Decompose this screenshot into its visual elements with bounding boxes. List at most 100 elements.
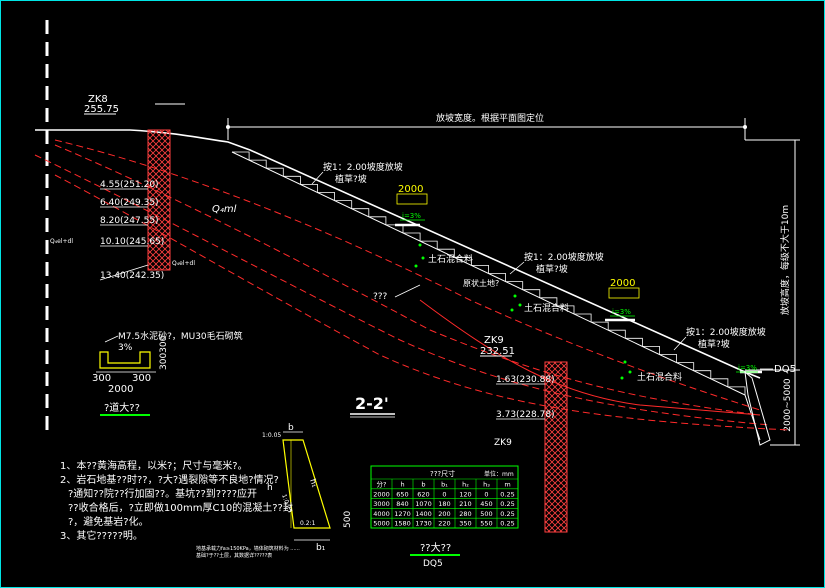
- stepped-benches: [232, 151, 746, 395]
- table-cell: 1070: [415, 500, 432, 508]
- table-cell: 0.25: [500, 500, 514, 508]
- table-header-cell: m: [504, 481, 510, 489]
- table-cell: 840: [396, 500, 408, 508]
- left-depth-labels: 4.55(251.20) 6.40(249.35) 8.20(247.55) 1…: [100, 180, 164, 281]
- table-cell: 4000: [373, 510, 390, 518]
- table-cell: 5000: [373, 520, 390, 528]
- ditch-right-dim: 300300: [159, 335, 169, 370]
- table-header-cell: 分?: [377, 480, 387, 489]
- table-header-cell: h₂: [462, 481, 469, 489]
- svg-text:13.40(242.35): 13.40(242.35): [100, 271, 164, 281]
- table-cell: 500: [480, 510, 492, 518]
- zk9-name: ZK9: [484, 335, 504, 346]
- table-cell: 450: [480, 500, 492, 508]
- table-cell: 350: [459, 520, 471, 528]
- subgrade-label: 原状土地?: [463, 278, 499, 288]
- svg-text:?，避免基岩?化。: ?，避免基岩?化。: [68, 515, 149, 528]
- svg-text:2、岩石地基??时??，?大?遇裂隙等不良地?情况?: 2、岩石地基??时??，?大?遇裂隙等不良地?情况?: [60, 473, 279, 486]
- zk8-name: ZK8: [88, 94, 108, 105]
- top-dimension-line: [226, 118, 747, 140]
- borehole-zk9-column: [544, 361, 568, 533]
- fill-markers: [414, 243, 632, 380]
- berm-widths: 2000 2000: [398, 184, 635, 289]
- berm-slope-marks: i=3% i=3% i=3%: [402, 212, 757, 372]
- section-label: 2-2': [355, 394, 389, 413]
- table-cell: 0.25: [500, 490, 514, 498]
- svg-text:植草?坡: 植草?坡: [698, 338, 730, 350]
- svg-text:6.40(249.35): 6.40(249.35): [100, 198, 159, 208]
- svg-text:10.10(245.65): 10.10(245.65): [100, 237, 164, 247]
- right-dimension-text: 2000~5000: [783, 378, 793, 432]
- table-subcaption: DQ5: [423, 559, 443, 569]
- svg-text:h₁: h₁: [308, 478, 319, 489]
- table-cell: 1580: [394, 520, 411, 528]
- zk9-elevation: 232.51: [480, 346, 515, 357]
- layer-tag-1: Q₄ml: [212, 204, 237, 215]
- table-cell: 1270: [394, 510, 411, 518]
- table-header-cell: h: [400, 481, 404, 489]
- ditch-detail: M7.5水泥砂?，MU30毛石砌筑 3% 300 300 2000 300300…: [92, 330, 243, 416]
- table-cell: 0.25: [500, 510, 514, 518]
- ditch-dim-3: 2000: [108, 384, 133, 395]
- svg-text:植草?坡: 植草?坡: [335, 173, 367, 185]
- svg-text:h: h: [267, 483, 273, 493]
- table-header-cell: h₃: [483, 481, 490, 489]
- ditch-caption: ?道大??: [104, 401, 140, 414]
- left-depth-leaders: [99, 188, 149, 281]
- svg-text:单位：mm: 单位：mm: [484, 470, 514, 478]
- svg-text:i=3%: i=3%: [402, 212, 421, 220]
- slope-label-leaders: [311, 171, 687, 351]
- ground-surface-line: [35, 129, 761, 379]
- svg-text:基础?于??土层，其数据详?????表: 基础?于??土层，其数据详?????表: [196, 552, 272, 559]
- svg-text:植草?坡: 植草?坡: [536, 263, 568, 275]
- table-cell: 280: [459, 510, 471, 518]
- svg-text:4.55(251.20): 4.55(251.20): [100, 180, 159, 190]
- table-cell: 220: [438, 520, 450, 528]
- svg-text:b₁: b₁: [316, 543, 326, 553]
- table-cell: 1400: [415, 510, 432, 518]
- svg-text:按1：2.00坡度放坡: 按1：2.00坡度放坡: [323, 161, 403, 173]
- table-header-cell: b₁: [441, 481, 448, 489]
- ditch-slope: 3%: [118, 343, 133, 353]
- svg-text:0.2:1: 0.2:1: [300, 520, 316, 527]
- table-cell: 620: [417, 490, 429, 498]
- svg-text:?通知??院??行加固??。基坑??到????应开: ?通知??院??行加固??。基坑??到????应开: [68, 487, 257, 500]
- svg-text:1:0.05: 1:0.05: [262, 432, 281, 439]
- table-cell: 0.25: [500, 520, 514, 528]
- svg-text:3、其它?????明。: 3、其它?????明。: [60, 529, 143, 542]
- layer-tag-3: Q₄el+dl: [172, 260, 195, 267]
- berm-slope-arrows: [400, 219, 758, 373]
- svg-text:1、本??黄海高程，以米?；尺寸与毫米?。: 1、本??黄海高程，以米?；尺寸与毫米?。: [60, 459, 248, 472]
- wall-label: DQ5: [774, 364, 796, 375]
- slope-inner-line: [231, 151, 761, 441]
- svg-text:??收合格后，?立即做100mm厚C10的混凝土??封: ??收合格后，?立即做100mm厚C10的混凝土??封: [68, 501, 293, 514]
- slope-labels: 按1：2.00坡度放坡 植草?坡 按1：2.00坡度放坡 植草?坡 按1：2.0…: [323, 161, 766, 350]
- table-cell: 1730: [415, 520, 432, 528]
- svg-text:8.20(247.55): 8.20(247.55): [100, 216, 159, 226]
- borehole-zk8-column: [147, 129, 171, 271]
- ditch-dim-1: 300: [92, 373, 111, 384]
- zk8-elevation: 255.75: [84, 104, 119, 115]
- ditch-mortar-note: M7.5水泥砂?，MU30毛石砌筑: [118, 330, 243, 342]
- table-caption: ??大??: [420, 541, 451, 554]
- svg-text:土石混合料: 土石混合料: [524, 302, 569, 314]
- table-cell: 0: [442, 490, 446, 498]
- svg-text:1.63(230.88): 1.63(230.88): [496, 375, 555, 385]
- table-cell: 200: [438, 510, 450, 518]
- svg-text:500: 500: [343, 511, 353, 528]
- svg-text:i=3%: i=3%: [738, 364, 757, 372]
- svg-text:土石混合料: 土石混合料: [428, 253, 473, 265]
- table-cell: 210: [459, 500, 471, 508]
- table-cell: 3000: [373, 500, 390, 508]
- svg-text:b: b: [288, 423, 294, 433]
- svg-text:3.73(228.78): 3.73(228.78): [496, 410, 555, 420]
- svg-text:???尺寸: ???尺寸: [430, 469, 455, 478]
- svg-text:i=3%: i=3%: [612, 308, 631, 316]
- right-vertical-note: 放坡高度，每级不大于10m: [779, 205, 791, 315]
- top-note: 放坡宽度。根据平面图定位: [436, 112, 544, 124]
- ditch-dim-2: 300: [132, 373, 151, 384]
- general-notes: 1、本??黄海高程，以米?；尺寸与毫米?。 2、岩石地基??时??，?大?遇裂隙…: [60, 459, 293, 542]
- zk9-bottom-name: ZK9: [494, 438, 512, 448]
